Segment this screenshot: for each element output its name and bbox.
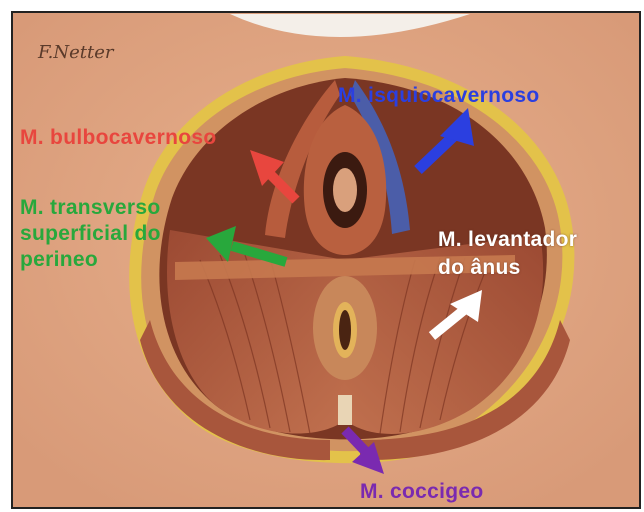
coccyx	[338, 395, 352, 425]
label-levantador-2: do ânus	[438, 256, 521, 280]
artist-signature: F.Netter	[37, 42, 115, 63]
label-transverso-2: superficial do	[20, 222, 161, 246]
label-levantador-1: M. levantador	[438, 228, 577, 252]
label-transverso-1: M. transverso	[20, 196, 160, 220]
label-coccigeo: M. coccigeo	[360, 480, 484, 504]
label-transverso-3: perineo	[20, 248, 98, 272]
label-bulbocavernoso: M. bulbocavernoso	[20, 126, 216, 150]
label-isquiocavernoso: M. isquiocavernoso	[338, 84, 539, 108]
